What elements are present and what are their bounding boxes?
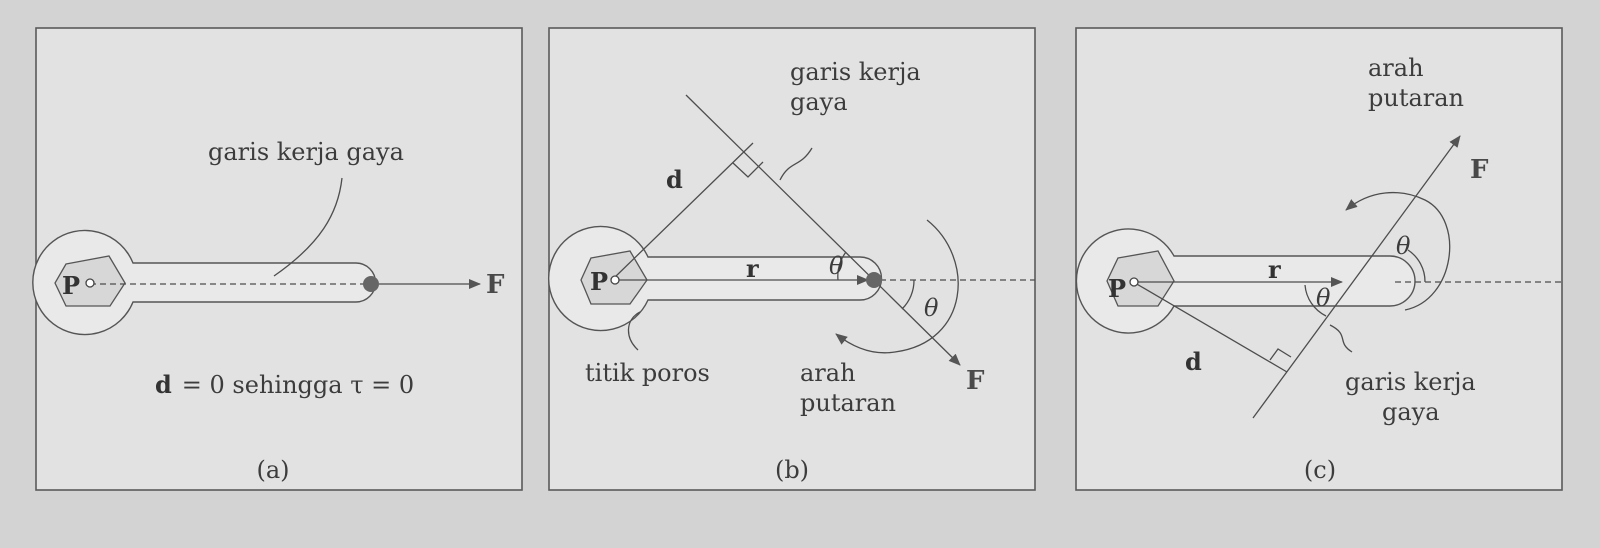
right-angle-c — [1269, 348, 1292, 361]
leader-line-b — [779, 147, 813, 181]
rotation-label-b1: arah — [800, 359, 856, 387]
force-point-a — [363, 276, 379, 292]
theta-label-b1: θ — [829, 252, 844, 280]
rotation-label-b2: putaran — [800, 389, 896, 417]
right-angle-b — [732, 161, 764, 178]
panel-c: P r d θ θ F arah putaran garis kerja gay… — [1075, 27, 1563, 491]
pivot-label-b: P — [590, 267, 608, 296]
rotation-label-c2: putaran — [1368, 84, 1464, 112]
force-line-c — [1252, 135, 1461, 419]
line-of-action-label-c2: gaya — [1382, 398, 1440, 426]
pivot-point-c — [1129, 277, 1139, 287]
caption-c: (c) — [1304, 456, 1336, 484]
line-of-action-label-b2: gaya — [790, 88, 848, 116]
force-point-b — [866, 272, 882, 288]
force-label-b: F — [966, 366, 985, 396]
pivot-leader-b — [627, 311, 641, 351]
force-line-b — [685, 94, 961, 366]
equation-a: d = 0 sehingga τ = 0 — [155, 370, 414, 399]
r-label-b: r — [746, 254, 759, 283]
wrench-c — [1075, 228, 1416, 334]
eq-d-symbol: d — [155, 370, 172, 399]
theta-label-c1: θ — [1316, 284, 1331, 312]
hex-nut — [1106, 250, 1175, 307]
pivot-label-a: P — [62, 271, 80, 300]
angle-arc-b1 — [837, 251, 847, 281]
angle-arc-c2 — [1407, 249, 1426, 283]
caption-a: (a) — [256, 456, 289, 484]
line-of-action-label-c1: garis kerja — [1345, 368, 1476, 396]
pivot-point-a — [85, 278, 95, 288]
theta-label-b2: θ — [924, 294, 939, 322]
theta-label-c2: θ — [1396, 232, 1411, 260]
leader-line-a — [273, 177, 343, 277]
d-label-b: d — [666, 165, 683, 194]
d-line-b — [613, 142, 754, 279]
caption-b: (b) — [775, 456, 809, 484]
r-label-c: r — [1268, 255, 1281, 284]
pivot-label-c: P — [1108, 274, 1126, 303]
force-label-a: F — [486, 270, 505, 300]
rotation-label-c1: arah — [1368, 54, 1424, 82]
eq-rest: = 0 sehingga τ = 0 — [182, 371, 414, 399]
panel-b: P d r θ θ F garis kerja gaya titik poros… — [548, 27, 1036, 491]
force-label-c: F — [1470, 155, 1489, 185]
panel-a: P F garis kerja gaya d = 0 sehingga τ = 0… — [32, 27, 523, 491]
angle-arc-b2 — [901, 279, 915, 310]
d-line-c — [1134, 282, 1288, 373]
rotation-arrow-c — [1345, 191, 1451, 311]
wrench-body — [1075, 228, 1416, 334]
leader-line-c — [1329, 324, 1353, 353]
d-label-c: d — [1185, 347, 1202, 376]
line-of-action-label-b1: garis kerja — [790, 58, 921, 86]
pivot-point-b — [610, 275, 620, 285]
wrench-body — [548, 225, 883, 332]
line-of-action-label-a: garis kerja gaya — [208, 138, 404, 166]
angle-arc-c1 — [1304, 284, 1327, 317]
pivot-point-label-b: titik poros — [585, 359, 710, 387]
rotation-arrow-b — [835, 219, 959, 354]
